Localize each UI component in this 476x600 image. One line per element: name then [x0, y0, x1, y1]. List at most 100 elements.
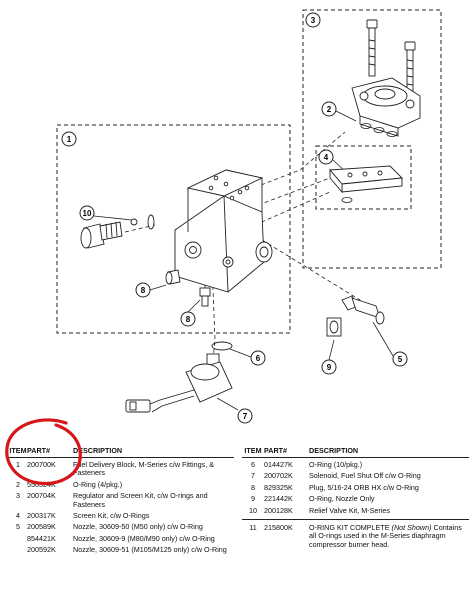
row-part: 200700K — [27, 460, 56, 469]
table-header: ITEM PART# DESCRIPTION — [242, 446, 469, 458]
svg-text:4: 4 — [324, 153, 329, 162]
svg-text:10: 10 — [83, 209, 92, 218]
table-row: 6 014427K O-Ring (10/pkg.) — [242, 460, 469, 469]
screen-plate — [329, 165, 403, 194]
row-part: 550324K — [27, 479, 56, 489]
row-item: 3 — [16, 491, 20, 501]
callout-5: 5 — [392, 351, 408, 367]
svg-text:3: 3 — [311, 16, 316, 25]
kit-details: Contains all O-rings used in the M-Serie… — [309, 523, 462, 549]
row-item: 5 — [16, 522, 20, 532]
callout-3: 3 — [305, 12, 321, 28]
row-description: Fuel Delivery Block, M-Series c/w Fittin… — [73, 460, 214, 478]
table-row: 5 200589K Nozzle, 30609-50 (M50 only) c/… — [9, 522, 234, 532]
row-item: 7 — [251, 471, 255, 481]
row-description: Screen Kit, c/w O-Rings — [73, 511, 150, 521]
row-description: Plug, 5/16-24 ORB HX c/w O-Ring — [309, 482, 419, 492]
row-part: 200317K — [27, 511, 56, 521]
regulator-body — [351, 77, 421, 137]
row-description: Regulator and Screen Kit, c/w O-rings an… — [73, 491, 208, 509]
row-part: 200702K — [264, 471, 293, 481]
parts-table-right: ITEM PART# DESCRIPTION 6 014427K O-Ring … — [242, 446, 469, 549]
row-description: Nozzle, 30609-51 (M105/M125 only) c/w O-… — [73, 545, 227, 555]
assembly-box-3 — [302, 9, 442, 269]
callout-1: 1 — [61, 131, 77, 147]
callout-10: 10 — [79, 205, 95, 221]
fuel-delivery-block — [174, 169, 273, 293]
assembly-box-4 — [315, 145, 412, 210]
kit-title: O-RING KIT COMPLETE — [309, 523, 390, 533]
row-item: 9 — [251, 494, 255, 504]
table-row: 200592K Nozzle, 30609-51 (M105/M125 only… — [9, 545, 234, 555]
regulator-bolts — [366, 19, 416, 97]
row-part: 200128K — [264, 505, 293, 515]
header-item: ITEM — [9, 445, 27, 455]
solenoid-o-ring — [211, 341, 233, 351]
callout-6: 6 — [250, 350, 266, 366]
row-description: O-Ring (10/pkg.) — [309, 460, 363, 469]
svg-text:6: 6 — [256, 354, 261, 363]
row-description: Relief Valve Kit, M-Series — [309, 505, 390, 515]
row-description: O-Ring, Nozzle Only — [309, 494, 375, 504]
row-description: Solenoid, Fuel Shut Off c/w O-Ring — [309, 471, 421, 481]
table-row: 3 200704K Regulator and Screen Kit, c/w … — [9, 492, 234, 509]
row-description: O-Ring (4/pkg.) — [73, 479, 123, 489]
svg-text:7: 7 — [243, 412, 248, 421]
table-row: 854421K Nozzle, 30609-9 (M80/M90 only) c… — [9, 533, 234, 543]
table-row: 1 200700K Fuel Delivery Block, M-Series … — [9, 460, 234, 478]
kit-description: O-RING KIT COMPLETE (Not Shown) Contains… — [309, 523, 469, 549]
row-part: 014427K — [264, 460, 293, 469]
row-part: 200589K — [27, 522, 56, 532]
table-divider — [242, 519, 469, 521]
table-row: 2 550324K O-Ring (4/pkg.) — [9, 479, 234, 489]
row-item: 8 — [251, 482, 255, 492]
kit-note: (Not Shown) — [391, 523, 432, 533]
table-row: 7 200702K Solenoid, Fuel Shut Off c/w O-… — [242, 471, 469, 481]
fuel-solenoid — [125, 353, 233, 413]
row-description: Nozzle, 30609-50 (M50 only) c/w O-Ring — [73, 522, 203, 532]
svg-text:9: 9 — [327, 363, 332, 372]
kit-row: 11 215800K O-RING KIT COMPLETE (Not Show… — [242, 523, 469, 549]
table-row: 10 200128K Relief Valve Kit, M-Series — [242, 505, 469, 515]
row-part: 215800K — [264, 523, 293, 533]
plug-lower — [199, 287, 211, 307]
row-part: 854421K — [27, 533, 56, 543]
callout-8-upper: 8 — [135, 282, 151, 298]
callout-9: 9 — [321, 359, 337, 375]
row-item: 10 — [249, 505, 257, 515]
nozzle-o-ring — [326, 317, 342, 337]
row-item: 1 — [16, 460, 20, 469]
parts-table-left: ITEM PART# DESCRIPTION 1 200700K Fuel De… — [9, 446, 234, 555]
callout-4: 4 — [318, 149, 334, 165]
plug-upper — [165, 269, 181, 285]
row-item — [9, 546, 27, 554]
svg-text:2: 2 — [327, 105, 332, 114]
callout-2: 2 — [321, 101, 337, 117]
callout-7: 7 — [237, 408, 253, 424]
svg-text:8: 8 — [186, 315, 191, 324]
table-row: 9 221442K O-Ring, Nozzle Only — [242, 494, 469, 504]
header-part: PART# — [27, 445, 51, 455]
row-item: 4 — [16, 511, 20, 521]
table-header: ITEM PART# DESCRIPTION — [9, 446, 234, 458]
svg-text:5: 5 — [398, 355, 403, 364]
row-part: 829325K — [264, 482, 293, 492]
assembly-box-1 — [56, 124, 291, 334]
header-description: DESCRIPTION — [309, 445, 359, 455]
row-part: 200592K — [27, 545, 56, 555]
exploded-parts-diagram: 3 1 2 4 10 8 8 6 5 9 7 — [56, 9, 442, 424]
svg-text:1: 1 — [67, 135, 72, 144]
nozzle — [341, 295, 385, 325]
row-item: 6 — [251, 460, 255, 469]
row-item: 11 — [249, 523, 257, 533]
row-part: 200704K — [27, 491, 56, 501]
table-row: 4 200317K Screen Kit, c/w O-Rings — [9, 511, 234, 521]
header-item: ITEM — [244, 445, 262, 455]
row-item: 2 — [16, 479, 20, 489]
svg-text:8: 8 — [141, 286, 146, 295]
table-row: 8 829325K Plug, 5/16-24 ORB HX c/w O-Rin… — [242, 482, 469, 492]
row-part: 221442K — [264, 494, 293, 504]
callout-8-lower: 8 — [180, 311, 196, 327]
header-part: PART# — [264, 445, 288, 455]
row-description: Nozzle, 30609-9 (M80/M90 only) c/w O-Rin… — [73, 533, 215, 543]
